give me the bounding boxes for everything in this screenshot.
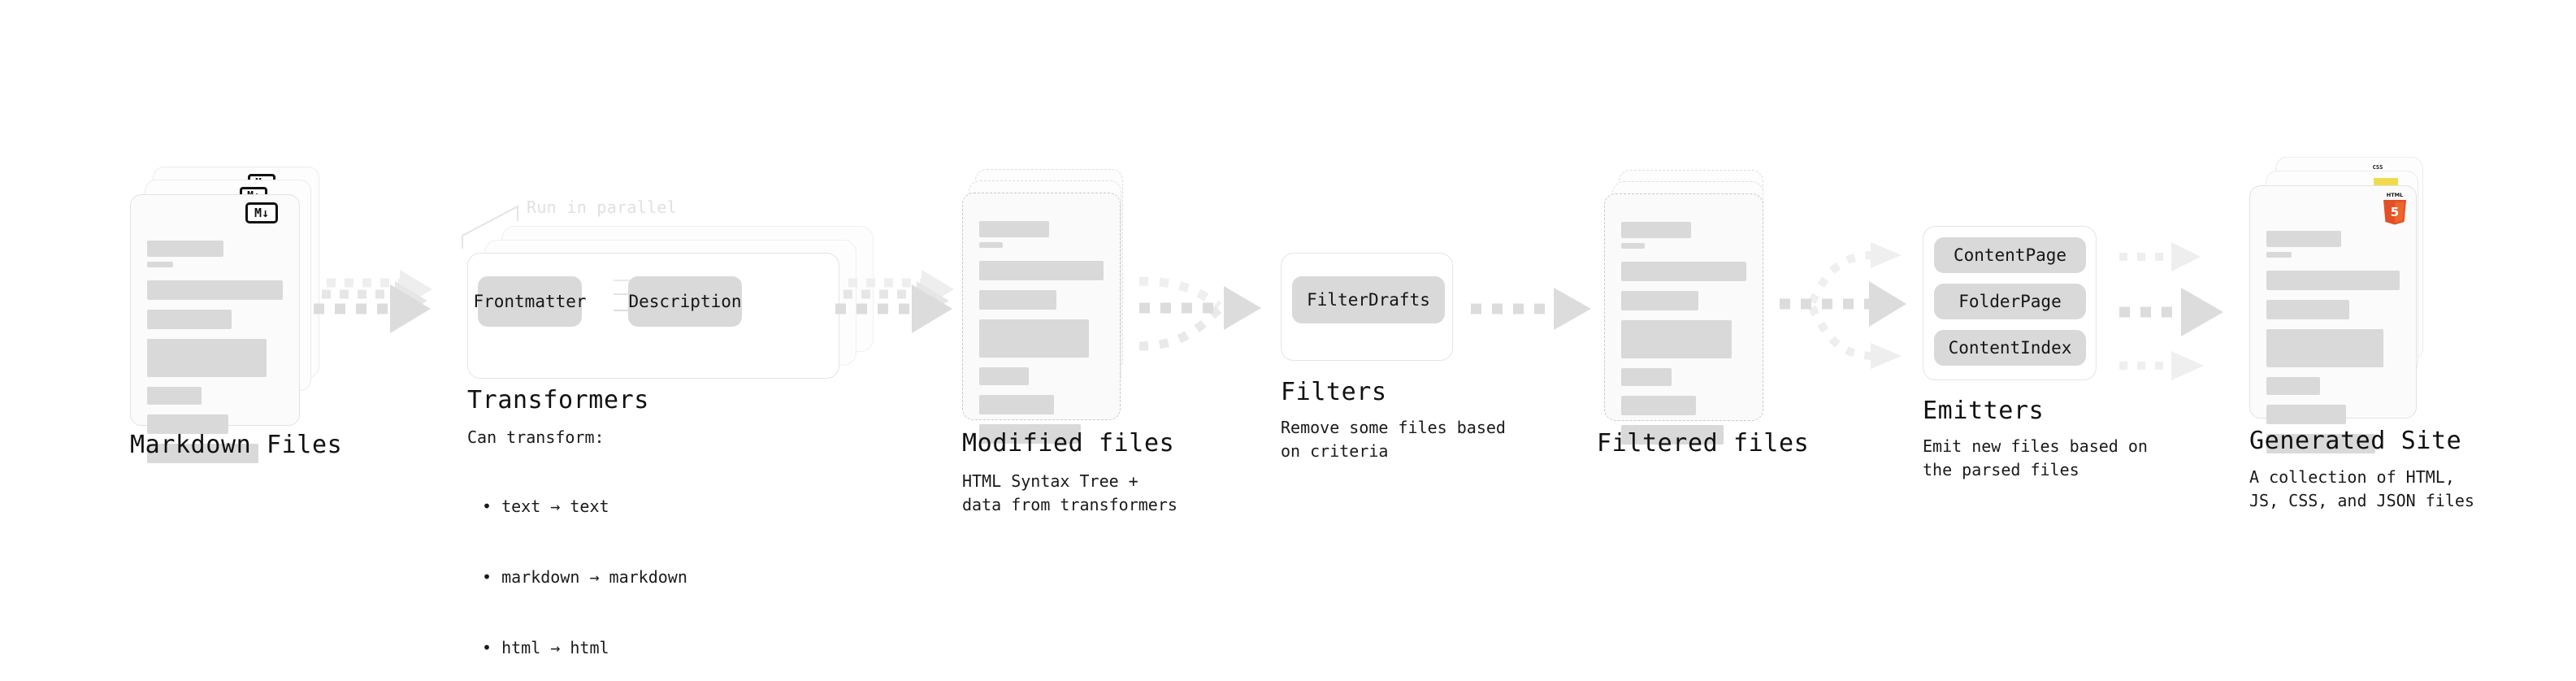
flow-modified-to-filters (1138, 262, 1284, 375)
doc-line (979, 242, 1004, 248)
doc-line (979, 319, 1089, 358)
doc-line (1621, 291, 1699, 310)
stage-title-emitters: Emitters (1923, 397, 2045, 425)
filter-chip-filterdrafts[interactable]: FilterDrafts (1292, 276, 1445, 323)
stage-subtitle-modified-files: HTML Syntax Tree + data from transformer… (962, 471, 1177, 514)
transformer-chip-frontmatter[interactable]: Frontmatter (473, 276, 587, 327)
doc-content-lines (147, 241, 283, 463)
doc-line (2266, 300, 2349, 319)
stage-subtitle-filters: Remove some files based on criteria (1281, 418, 1506, 461)
doc-line (147, 339, 267, 377)
stage-title-markdown-files: Markdown Files (130, 431, 343, 459)
stage-title-modified-files: Modified files (962, 429, 1175, 458)
doc-line (2266, 252, 2292, 258)
doc-line (2266, 377, 2320, 395)
html5-icon: HTML 5 (2381, 191, 2409, 225)
doc-line (2266, 405, 2347, 424)
filtered-file-card-front (1604, 193, 1763, 445)
doc-line (147, 280, 283, 300)
doc-line (147, 262, 173, 267)
doc-line (2266, 329, 2384, 367)
doc-line (979, 290, 1056, 310)
doc-line (1621, 368, 1672, 386)
doc-line (979, 221, 1049, 237)
doc-line (147, 414, 229, 434)
doc-line (1621, 243, 1646, 249)
flow-transformers-to-modified (830, 268, 977, 358)
doc-line (1621, 396, 1697, 415)
doc-content-lines (1621, 222, 1746, 445)
flow-filtered-to-emitters (1780, 242, 1934, 397)
stage-subtitle-transformers: Can transform: (467, 427, 605, 447)
doc-line (2266, 271, 2400, 290)
run-in-parallel-bracket (459, 195, 557, 252)
markdown-icon: M↓ (245, 202, 278, 223)
doc-line (979, 261, 1104, 280)
list-item: • text → text (482, 497, 609, 516)
svg-text:HTML: HTML (2387, 192, 2403, 198)
flow-md-to-transformers (309, 268, 455, 358)
stage-title-transformers: Transformers (467, 386, 649, 414)
doc-line (1621, 320, 1732, 358)
doc-line (147, 444, 258, 463)
emitter-chip-contentindex[interactable]: ContentIndex (1934, 330, 2086, 366)
doc-line (979, 424, 1082, 444)
svg-text:5: 5 (2391, 205, 2399, 219)
doc-line (1621, 222, 1692, 238)
markdown-file-card-front (130, 194, 300, 463)
list-item: • html → html (482, 638, 609, 657)
modified-file-card-front (962, 193, 1121, 444)
stage-title-filters: Filters (1281, 378, 1387, 406)
doc-content-lines (979, 221, 1104, 444)
doc-line (147, 241, 223, 257)
stage-title-filtered-files: Filtered files (1597, 429, 1810, 458)
flow-emitters-to-site (2119, 234, 2282, 388)
doc-line (147, 310, 232, 329)
transformers-bullet-list: • text → text • markdown → markdown • ht… (467, 448, 687, 681)
doc-line (979, 367, 1030, 385)
stage-title-generated-site: Generated Site (2249, 427, 2462, 455)
doc-content-lines (2266, 231, 2400, 453)
doc-line (2266, 434, 2376, 453)
emitter-chip-folderpage[interactable]: FolderPage (1934, 284, 2086, 319)
stage-subtitle-generated-site: A collection of HTML, JS, CSS, and JSON … (2249, 467, 2474, 510)
generated-site-card-html (2249, 185, 2417, 453)
flow-filters-to-filtered (1469, 286, 1607, 351)
emitter-chip-contentpage[interactable]: ContentPage (1934, 237, 2086, 273)
run-in-parallel-label: Run in parallel (527, 197, 678, 217)
doc-line (1621, 262, 1746, 281)
doc-line (2266, 231, 2341, 247)
doc-line (147, 387, 202, 405)
transformer-chip-description[interactable]: Description (628, 276, 742, 327)
list-item: • markdown → markdown (482, 567, 687, 587)
doc-line (1621, 425, 1724, 445)
doc-line (979, 395, 1054, 414)
stage-subtitle-emitters: Emit new files based on the parsed files (1923, 436, 2148, 479)
